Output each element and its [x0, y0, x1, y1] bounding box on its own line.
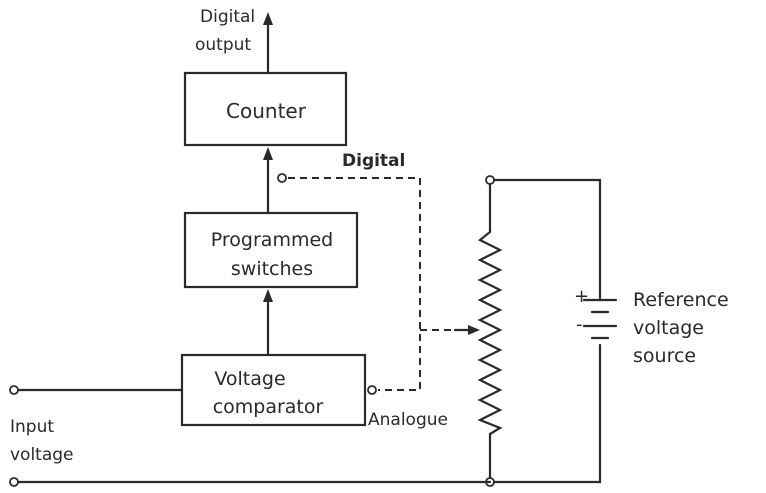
comparator-label-line1: Voltage	[214, 368, 285, 390]
input-top-terminal	[9, 385, 19, 395]
switches-label-line1: Programmed	[211, 229, 333, 251]
comparator-to-switches-arrow	[263, 289, 273, 357]
battery-minus-sign: -	[576, 314, 583, 335]
digital-output-label-line1: Digital	[200, 7, 255, 27]
programmed-switches-block	[183, 211, 359, 289]
counter-block	[183, 71, 348, 147]
battery-plus-sign: +	[574, 286, 589, 307]
input-wires	[9, 385, 492, 487]
wiper-arrow	[453, 325, 480, 335]
potentiometer	[477, 175, 503, 487]
counter-label: Counter	[226, 99, 307, 123]
input-label-line1: Input	[10, 417, 54, 437]
digital-output-label-line2: output	[195, 35, 251, 55]
digital-output-arrow	[263, 12, 273, 75]
switches-label-line2: switches	[231, 258, 313, 280]
comparator-label-line2: comparator	[213, 396, 324, 418]
reference-label-line2: voltage	[633, 317, 704, 339]
digital-label: Digital	[342, 151, 405, 171]
input-bottom-terminal	[9, 477, 19, 487]
switches-to-counter-arrow	[263, 147, 273, 215]
battery-icon	[582, 298, 618, 340]
digital-feedback-terminal	[277, 173, 287, 183]
comparator-analogue-terminal	[367, 385, 377, 395]
analogue-label: Analogue	[368, 410, 448, 430]
digital-feedback-path	[277, 173, 455, 391]
analogue-path	[367, 385, 377, 395]
reference-circuit	[492, 178, 602, 484]
reference-label-line1: Reference	[633, 289, 729, 311]
reference-label-line3: source	[633, 345, 696, 367]
potentiometer-top-terminal	[485, 175, 495, 185]
input-label-line2: voltage	[10, 445, 74, 465]
